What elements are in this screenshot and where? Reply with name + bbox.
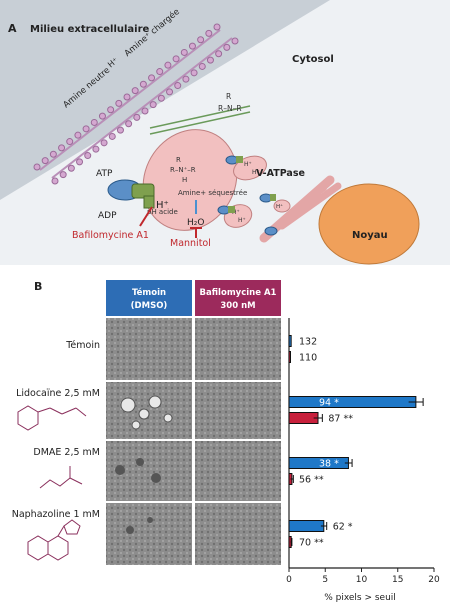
panel-a-letter: A (8, 22, 17, 35)
x-tick-label: 5 (322, 575, 328, 585)
lidocaine-structure (17, 405, 87, 431)
row-label-temoin: Témoin (65, 340, 100, 351)
bar-label: 132 (299, 337, 317, 348)
bar (288, 396, 417, 408)
bar (288, 520, 325, 532)
x-tick-label: 10 (356, 575, 368, 585)
vesicle-amine-h: H (182, 176, 187, 184)
panel-b: B Témoin (DMSO) Bafilomycine A1 300 nM (12, 280, 440, 603)
milieu-label: Milieu extracellulaire (30, 24, 150, 35)
adp-label: ADP (98, 211, 117, 221)
micrographs (106, 318, 281, 565)
micrograph-dmae-bafilo (195, 441, 281, 501)
extracellular-background (0, 0, 330, 200)
micrograph-lidocaine-bafilo (195, 382, 281, 439)
noyau-label: Noyau (352, 230, 388, 241)
bafilomycine-label: Bafilomycine A1 (72, 230, 149, 241)
bar (288, 351, 291, 363)
small-vesicles: H⁺ H⁺ H⁺ H⁺ (217, 155, 267, 228)
atp-label: ATP (96, 169, 113, 179)
svg-text:H⁺: H⁺ (244, 161, 252, 168)
row-label-lidocaine: Lidocaïne 2,5 mM (16, 388, 100, 399)
bar-label: 94 * (319, 398, 339, 409)
atpase-pump (107, 179, 155, 209)
panel-a: A Milieu extracellulaire Cytosol Amine n… (0, 0, 450, 265)
vesicle-amine-rnr: R–N⁺–R (170, 166, 196, 174)
header-bafilo-line1: Bafilomycine A1 (200, 288, 277, 298)
svg-text:H⁺: H⁺ (238, 217, 246, 224)
micrograph-naphazoline-dmso (106, 503, 192, 565)
golgi-stack: H⁺ (259, 175, 342, 243)
bar-label: 87 ** (328, 414, 353, 425)
naphazoline-structure (27, 519, 81, 561)
bar-label: 110 (299, 353, 317, 364)
dmae-structure (39, 466, 83, 489)
svg-text:H⁺: H⁺ (276, 203, 283, 210)
h-plus-big-label: H⁺ (156, 200, 169, 211)
nucleus (318, 183, 420, 265)
arrow-in-2 (149, 111, 251, 135)
mannitol-label: Mannitol (170, 238, 211, 249)
micrograph-temoin-bafilo (195, 318, 281, 380)
v-atpase-label: V-ATPase (256, 168, 305, 179)
ph-acide-label: pH acide (147, 208, 178, 216)
row-label-naphazoline: Naphazoline 1 mM (12, 509, 100, 520)
arrow-in-1 (149, 105, 251, 129)
membrane (33, 23, 239, 185)
micrograph-lidocaine-dmso (106, 382, 192, 439)
vesicle-amine-r: R (176, 156, 181, 164)
svg-text:H⁺: H⁺ (232, 209, 240, 216)
x-tick-label: 20 (428, 575, 440, 585)
r-top-label: R (226, 92, 231, 101)
x-axis-label: % pixels > seuil (324, 593, 396, 603)
row-label-dmae: DMAE 2,5 mM (33, 447, 100, 458)
x-tick-label: 15 (392, 575, 403, 585)
header-bafilo-line2: 300 nM (220, 301, 255, 311)
x-tick-label: 0 (286, 575, 292, 585)
micrograph-temoin-dmso (106, 318, 192, 380)
bar-label: 38 * (319, 459, 339, 470)
bar-label: 56 ** (299, 475, 324, 486)
panel-b-letter: B (34, 280, 42, 293)
bar-label: 62 * (333, 522, 353, 533)
h2o-label: H₂O (187, 218, 204, 228)
header-bafilomycine (195, 280, 281, 316)
bafilomycine-inhibit-line (139, 206, 153, 227)
bar (288, 335, 292, 347)
bar-label: 70 ** (299, 538, 324, 549)
bar-chart: 0 5 10 15 20 132 94 * 38 * 62 * 110 87 ** 56 ** 70 *… (286, 318, 440, 585)
svg-text:H⁺: H⁺ (252, 169, 260, 176)
header-temoin-line2: (DMSO) (131, 301, 168, 311)
header-temoin (106, 280, 192, 316)
cytosol-label: Cytosol (292, 54, 334, 65)
header-temoin-line1: Témoin (132, 287, 166, 298)
amine-sequestree-label: Amine+ séquestrée (178, 189, 247, 197)
micrograph-naphazoline-bafilo (195, 503, 281, 565)
r-n-r-top-label: R–N–R (218, 104, 242, 113)
acidic-vesicle (142, 129, 238, 231)
